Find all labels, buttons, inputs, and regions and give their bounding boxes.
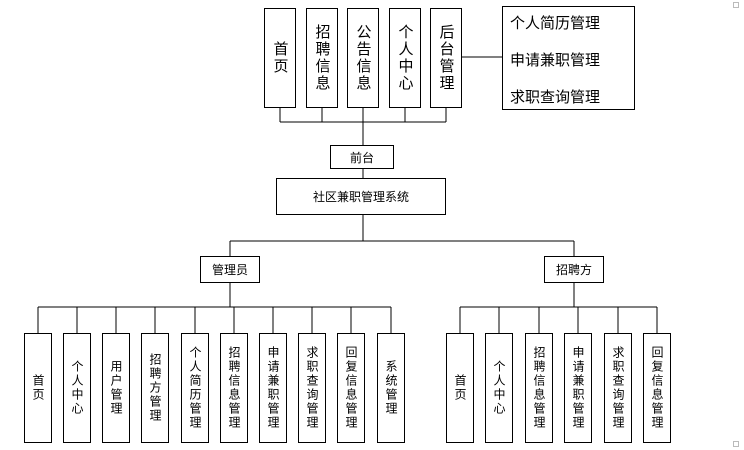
front-item-label: 招聘信息: [313, 24, 332, 92]
admin-item-label: 首页: [31, 374, 45, 402]
admin-item-label: 招聘信息管理: [227, 346, 241, 430]
recruiter-item: 回复信息管理: [643, 333, 671, 443]
admin-item: 系统管理: [377, 333, 405, 443]
backend-list-item: 个人简历管理: [510, 14, 601, 32]
admin-item: 申请兼职管理: [259, 333, 287, 443]
recruiter-item: 招聘信息管理: [525, 333, 553, 443]
front-item-label: 后台管理: [437, 24, 456, 92]
front-item-label: 公告信息: [354, 24, 373, 92]
admin-node: 管理员: [200, 256, 260, 283]
front-item-recruitment-info: 招聘信息: [306, 8, 338, 108]
backend-list-box: 个人简历管理 申请兼职管理 求职查询管理: [502, 6, 635, 110]
admin-item-label: 用户管理: [109, 360, 123, 416]
admin-item-label: 求职查询管理: [305, 346, 319, 430]
admin-item: 个人简历管理: [181, 333, 209, 443]
recruiter-item: 首页: [446, 333, 474, 443]
system-node: 社区兼职管理系统: [276, 178, 446, 215]
admin-item-label: 招聘方管理: [148, 353, 162, 423]
front-item-announcements: 公告信息: [347, 8, 379, 108]
recruiter-node-label: 招聘方: [555, 263, 592, 277]
recruiter-item-label: 回复信息管理: [650, 346, 664, 430]
admin-item: 求职查询管理: [298, 333, 326, 443]
backend-list-item: 申请兼职管理: [510, 51, 601, 69]
corner-mark-top-right: [733, 2, 739, 8]
front-node-label: 前台: [349, 150, 374, 165]
admin-item-label: 个人中心: [70, 360, 84, 416]
front-item-home: 首页: [264, 8, 296, 108]
backend-list-item: 求职查询管理: [510, 88, 601, 106]
system-node-label: 社区兼职管理系统: [312, 190, 409, 204]
admin-item-label: 申请兼职管理: [266, 346, 280, 430]
recruiter-item-label: 首页: [453, 374, 467, 402]
recruiter-item-label: 招聘信息管理: [532, 346, 546, 430]
front-item-backend: 后台管理: [430, 8, 462, 108]
admin-item-label: 个人简历管理: [188, 346, 202, 430]
admin-item: 回复信息管理: [337, 333, 365, 443]
admin-item: 首页: [24, 333, 52, 443]
recruiter-item: 申请兼职管理: [564, 333, 592, 443]
admin-item: 用户管理: [102, 333, 130, 443]
admin-item: 招聘方管理: [141, 333, 169, 443]
recruiter-item-label: 求职查询管理: [611, 346, 625, 430]
recruiter-node: 招聘方: [544, 256, 604, 283]
admin-item-label: 系统管理: [384, 360, 398, 416]
recruiter-item: 求职查询管理: [604, 333, 632, 443]
admin-item: 招聘信息管理: [220, 333, 248, 443]
admin-item: 个人中心: [63, 333, 91, 443]
recruiter-item: 个人中心: [485, 333, 513, 443]
front-node: 前台: [330, 145, 394, 169]
front-item-label: 首页: [271, 41, 290, 75]
corner-mark-bottom-right: [733, 441, 739, 447]
recruiter-item-label: 个人中心: [492, 360, 506, 416]
front-item-label: 个人中心: [396, 24, 415, 92]
admin-node-label: 管理员: [211, 263, 248, 277]
recruiter-item-label: 申请兼职管理: [571, 346, 585, 430]
front-item-personal-center: 个人中心: [389, 8, 421, 108]
admin-item-label: 回复信息管理: [344, 346, 358, 430]
